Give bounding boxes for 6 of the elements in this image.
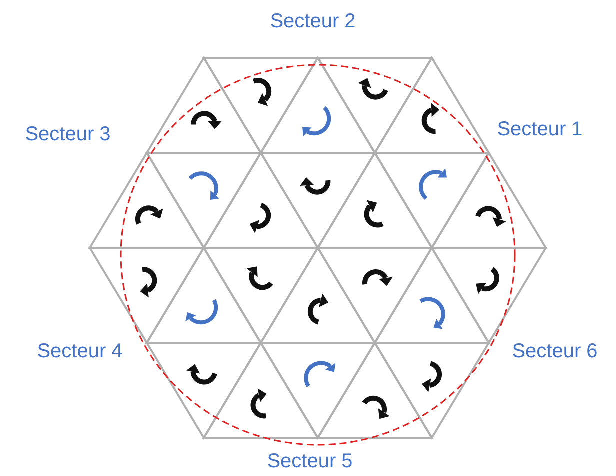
sector-label: Secteur 3 bbox=[25, 124, 111, 146]
sector-label: Secteur 6 bbox=[512, 340, 598, 364]
sector-label: Secteur 4 bbox=[37, 340, 123, 364]
sector-label: Secteur 5 bbox=[267, 450, 353, 474]
sector-label: Secteur 2 bbox=[270, 10, 356, 34]
sector-label: Secteur 1 bbox=[497, 118, 583, 142]
